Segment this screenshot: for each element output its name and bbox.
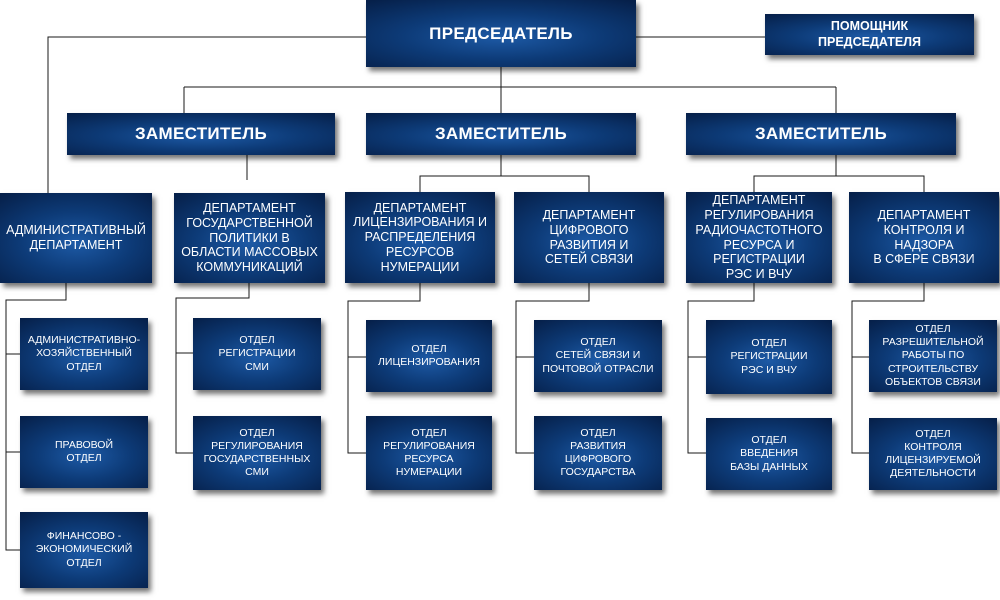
deputy-label: ЗАМЕСТИТЕЛЬ xyxy=(434,124,568,144)
unit-box: ОТДЕЛ РЕГИСТРАЦИИ РЭС И ВЧУ xyxy=(706,320,832,394)
department-label: ДЕПАРТАМЕНТ РЕГУЛИРОВАНИЯ РАДИОЧАСТОТНОГ… xyxy=(695,193,823,281)
chairman-box: ПРЕДСЕДАТЕЛЬ xyxy=(366,0,636,67)
deputy-box: ЗАМЕСТИТЕЛЬ xyxy=(366,113,636,155)
unit-box: ОТДЕЛ РАЗРЕШИТЕЛЬНОЙ РАБОТЫ ПО СТРОИТЕЛЬ… xyxy=(869,320,997,392)
unit-box: ОТДЕЛ РЕГИСТРАЦИИ СМИ xyxy=(193,318,321,390)
unit-label: АДМИНИСТРАТИВНО- ХОЗЯЙСТВЕННЫЙ ОТДЕЛ xyxy=(27,334,141,373)
assistant-label: ПОМОЩНИК ПРЕДСЕДАТЕЛЯ xyxy=(818,18,921,49)
department-label: ДЕПАРТАМЕНТ КОНТРОЛЯ И НАДЗОРА В СФЕРЕ С… xyxy=(873,208,975,267)
unit-box: ОТДЕЛ РЕГУЛИРОВАНИЯ РЕСУРСА НУМЕРАЦИИ xyxy=(366,416,492,490)
department-label: АДМИНИСТРАТИВНЫЙ ДЕПАРТАМЕНТ xyxy=(6,223,146,252)
unit-box: АДМИНИСТРАТИВНО- ХОЗЯЙСТВЕННЫЙ ОТДЕЛ xyxy=(20,318,148,390)
unit-label: ОТДЕЛ РАЗРЕШИТЕЛЬНОЙ РАБОТЫ ПО СТРОИТЕЛЬ… xyxy=(882,323,984,388)
unit-box: ОТДЕЛ ВВЕДЕНИЯ БАЗЫ ДАННЫХ xyxy=(706,418,832,490)
chairman-label: ПРЕДСЕДАТЕЛЬ xyxy=(429,23,573,43)
deputy-box: ЗАМЕСТИТЕЛЬ xyxy=(686,113,956,155)
department-box-administrative: АДМИНИСТРАТИВНЫЙ ДЕПАРТАМЕНТ xyxy=(0,193,152,283)
department-label: ДЕПАРТАМЕНТ ГОСУДАРСТВЕННОЙ ПОЛИТИКИ В О… xyxy=(181,201,318,275)
unit-box: ОТДЕЛ ЛИЦЕНЗИРОВАНИЯ xyxy=(366,320,492,392)
unit-box: ФИНАНСОВО - ЭКОНОМИЧЕСКИЙ ОТДЕЛ xyxy=(20,512,148,588)
unit-box: ОТДЕЛ РЕГУЛИРОВАНИЯ ГОСУДАРСТВЕННЫХ СМИ xyxy=(193,416,321,490)
department-label: ДЕПАРТАМЕНТ ЛИЦЕНЗИРОВАНИЯ И РАСПРЕДЕЛЕН… xyxy=(353,200,487,274)
unit-label: ФИНАНСОВО - ЭКОНОМИЧЕСКИЙ ОТДЕЛ xyxy=(35,530,133,569)
unit-label: ОТДЕЛ РЕГУЛИРОВАНИЯ РЕСУРСА НУМЕРАЦИИ xyxy=(383,426,475,479)
department-label: ДЕПАРТАМЕНТ ЦИФРОВОГО РАЗВИТИЯ И СЕТЕЙ С… xyxy=(542,208,636,267)
unit-label: ОТДЕЛ РЕГУЛИРОВАНИЯ ГОСУДАРСТВЕННЫХ СМИ xyxy=(203,426,311,479)
unit-label: ПРАВОВОЙ ОТДЕЛ xyxy=(54,438,114,464)
department-box-digital-development: ДЕПАРТАМЕНТ ЦИФРОВОГО РАЗВИТИЯ И СЕТЕЙ С… xyxy=(514,192,664,283)
unit-label: ОТДЕЛ РЕГИСТРАЦИИ РЭС И ВЧУ xyxy=(730,337,808,376)
unit-box: ОТДЕЛ РАЗВИТИЯ ЦИФРОВОГО ГОСУДАРСТВА xyxy=(534,416,662,490)
department-box-radio-frequency: ДЕПАРТАМЕНТ РЕГУЛИРОВАНИЯ РАДИОЧАСТОТНОГ… xyxy=(686,192,832,283)
unit-label: ОТДЕЛ РАЗВИТИЯ ЦИФРОВОГО ГОСУДАРСТВА xyxy=(560,426,636,479)
department-box-mass-communications: ДЕПАРТАМЕНТ ГОСУДАРСТВЕННОЙ ПОЛИТИКИ В О… xyxy=(174,193,325,283)
department-box-control-supervision: ДЕПАРТАМЕНТ КОНТРОЛЯ И НАДЗОРА В СФЕРЕ С… xyxy=(849,192,999,283)
unit-box: ОТДЕЛ СЕТЕЙ СВЯЗИ И ПОЧТОВОЙ ОТРАСЛИ xyxy=(534,320,662,392)
department-box-licensing: ДЕПАРТАМЕНТ ЛИЦЕНЗИРОВАНИЯ И РАСПРЕДЕЛЕН… xyxy=(345,192,495,283)
unit-label: ОТДЕЛ ЛИЦЕНЗИРОВАНИЯ xyxy=(378,342,480,368)
deputy-label: ЗАМЕСТИТЕЛЬ xyxy=(754,124,888,144)
unit-box: ОТДЕЛ КОНТРОЛЯ ЛИЦЕНЗИРУЕМОЙ ДЕЯТЕЛЬНОСТ… xyxy=(869,418,997,490)
unit-label: ОТДЕЛ РЕГИСТРАЦИИ СМИ xyxy=(218,334,296,373)
unit-box: ПРАВОВОЙ ОТДЕЛ xyxy=(20,416,148,488)
unit-label: ОТДЕЛ КОНТРОЛЯ ЛИЦЕНЗИРУЕМОЙ ДЕЯТЕЛЬНОСТ… xyxy=(885,427,981,480)
unit-label: ОТДЕЛ ВВЕДЕНИЯ БАЗЫ ДАННЫХ xyxy=(730,434,808,473)
assistant-box: ПОМОЩНИК ПРЕДСЕДАТЕЛЯ xyxy=(765,14,974,55)
deputy-box: ЗАМЕСТИТЕЛЬ xyxy=(67,113,335,155)
deputy-label: ЗАМЕСТИТЕЛЬ xyxy=(134,124,268,144)
unit-label: ОТДЕЛ СЕТЕЙ СВЯЗИ И ПОЧТОВОЙ ОТРАСЛИ xyxy=(542,336,654,375)
